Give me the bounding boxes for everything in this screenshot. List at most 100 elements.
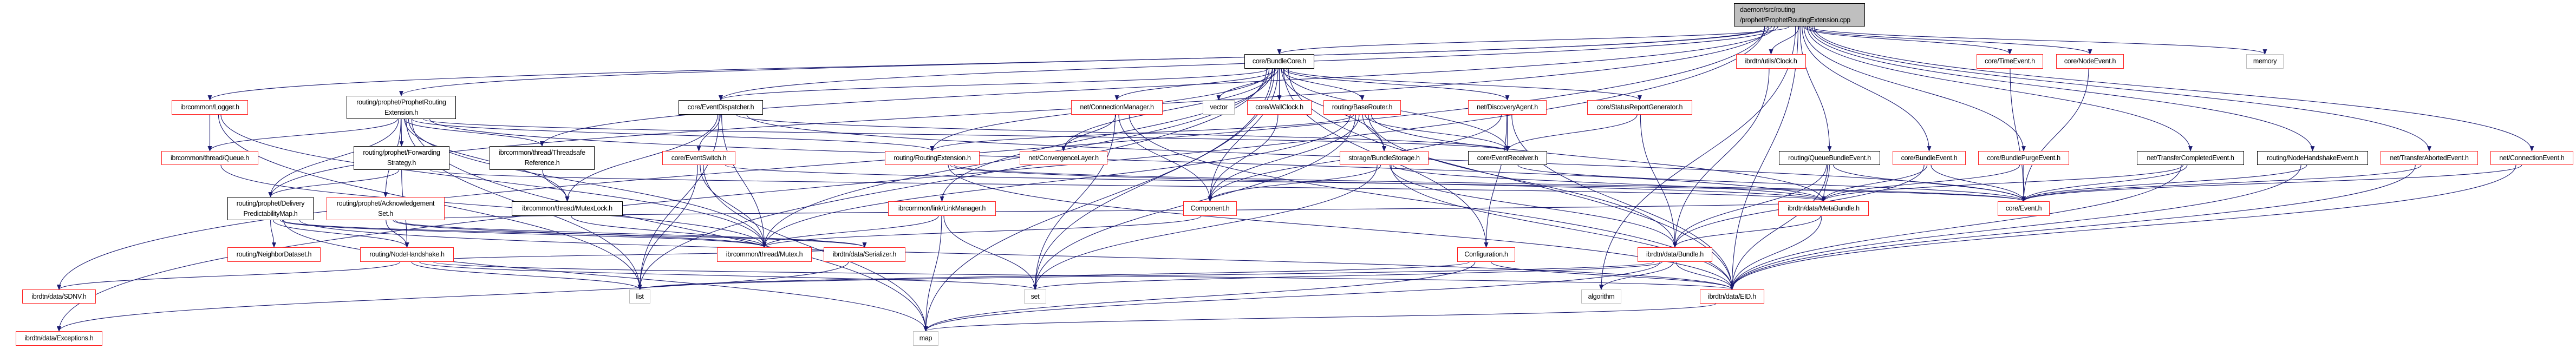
edge-statusreport-to-eventreceiver [1505, 114, 1638, 152]
node-nodehandshake[interactable]: routing/NodeHandshake.h [360, 247, 454, 262]
node-neighbor[interactable]: routing/NeighborDataset.h [227, 247, 321, 262]
node-transferaborted[interactable]: net/TransferAbortedEvent.h [2381, 151, 2478, 165]
node-bundleevent[interactable]: core/BundleEvent.h [1893, 151, 1966, 165]
edge-bundlecore-to-discovery [1283, 68, 1510, 101]
node-root[interactable]: daemon/src/routing /prophet/ProphetRouti… [1734, 3, 1865, 27]
node-configuration[interactable]: Configuration.h [1457, 247, 1515, 262]
node-dpm[interactable]: routing/prophet/Delivery PredictabilityM… [227, 197, 314, 220]
edge-forwarding-to-metabundle [429, 169, 1825, 202]
edge-eventreceiver-to-event [1517, 164, 2026, 202]
node-queue[interactable]: ibrcommon/thread/Queue.h [161, 151, 258, 165]
edge-bundlecore-to-vector [1216, 68, 1279, 101]
node-threadsafe[interactable]: ibrcommon/thread/Threadsafe Reference.h [490, 146, 595, 170]
node-eid[interactable]: ibrdtn/data/EID.h [1700, 289, 1764, 304]
edge-root-to-eid [1730, 26, 1799, 290]
edge-bundlestorage-to-set [1033, 164, 1378, 290]
node-vector[interactable]: vector [1203, 100, 1235, 115]
node-connmanager[interactable]: net/ConnectionManager.h [1071, 100, 1163, 115]
node-bundlecore[interactable]: core/BundleCore.h [1244, 54, 1314, 69]
edge-serializer-to-exceptions [57, 261, 849, 332]
edge-eventswitch-to-list [637, 164, 698, 290]
edge-metabundle-to-eid [1730, 215, 1822, 290]
edge-root-to-bundleevent [1802, 26, 1932, 152]
node-component[interactable]: Component.h [1183, 201, 1237, 216]
node-algorithm[interactable]: algorithm [1581, 289, 1621, 304]
node-queuebundleevent[interactable]: routing/QueueBundleEvent.h [1779, 151, 1880, 165]
edge-prophetext-to-metabundle [429, 118, 1826, 202]
edge-discovery-to-configuration [1484, 114, 1508, 248]
node-prophetext[interactable]: routing/prophet/ProphetRouting Extension… [347, 96, 456, 119]
edge-dpm-to-map [283, 220, 928, 332]
node-map[interactable]: map [913, 331, 938, 346]
node-set[interactable]: set [1024, 289, 1046, 304]
edge-baserouter-to-eventreceiver [1365, 114, 1510, 152]
node-timeevent[interactable]: core/TimeEvent.h [1977, 54, 2043, 69]
node-logger[interactable]: ibrcommon/Logger.h [172, 100, 248, 115]
node-bundlestorage[interactable]: storage/BundleStorage.h [1340, 151, 1429, 165]
edge-configuration-to-list [638, 261, 1470, 290]
edge-transfercompleted-to-metabundle [1821, 164, 2183, 202]
edge-connmanager-to-convlayer [1061, 114, 1117, 152]
edge-ackset-to-nodehandshake [386, 220, 409, 248]
node-bundlepurge[interactable]: core/BundlePurgeEvent.h [1978, 151, 2069, 165]
node-ackset[interactable]: routing/prophet/Acknowledgement Set.h [327, 197, 445, 220]
edge-eventdispatcher-to-eventswitch [696, 114, 721, 152]
node-sdnv[interactable]: ibrdtn/data/SDNV.h [22, 289, 96, 304]
edge-eventswitch-to-mutex [700, 164, 767, 248]
node-eventreceiver[interactable]: core/EventReceiver.h [1468, 151, 1547, 165]
node-memory[interactable]: memory [2246, 54, 2284, 69]
edge-configuration-to-map [923, 261, 1476, 332]
edge-routingext-to-eid [948, 164, 1734, 290]
node-linkmanager[interactable]: ibrcommon/link/LinkManager.h [888, 201, 996, 216]
node-serializer[interactable]: ibrdtn/data/Serializer.h [824, 247, 905, 262]
node-forwarding[interactable]: routing/prophet/Forwarding Strategy.h [354, 146, 449, 170]
edge-bundlestorage-to-metabundle [1392, 164, 1826, 202]
edge-routingext-to-event [954, 164, 2026, 202]
node-transfercompleted[interactable]: net/TransferCompletedEvent.h [2137, 151, 2244, 165]
node-mutexlock[interactable]: ibrcommon/thread/MutexLock.h [512, 201, 623, 216]
node-metabundle[interactable]: ibrdtn/data/MetaBundle.h [1778, 201, 1869, 216]
edge-eventdispatcher-to-eventreceiver [736, 114, 1510, 152]
edge-linkmanager-to-mutex [762, 215, 939, 248]
node-convlayer[interactable]: net/ConvergenceLayer.h [1020, 151, 1107, 165]
edge-root-to-nodeevent [1805, 26, 2092, 55]
edge-queuebundleevent-to-bundle [1673, 164, 1827, 248]
edge-dpm-to-mutex [280, 220, 767, 248]
node-baserouter[interactable]: routing/BaseRouter.h [1323, 100, 1401, 115]
edge-baserouter-to-component [1208, 114, 1360, 202]
node-discovery[interactable]: net/DiscoveryAgent.h [1468, 100, 1547, 115]
edge-root-to-memory [1808, 26, 2267, 55]
edge-ackset-to-mutex [393, 220, 767, 248]
edge-nodehandshake-to-set [419, 261, 1038, 290]
node-clock[interactable]: ibrdtn/utils/Clock.h [1736, 54, 1806, 69]
node-wallclock[interactable]: core/WallClock.h [1247, 100, 1312, 115]
node-eventswitch[interactable]: core/EventSwitch.h [662, 151, 735, 165]
edge-bundlepurge-to-metabundle [1821, 164, 2020, 202]
edge-eventswitch-to-map [703, 164, 928, 332]
node-nodeevent[interactable]: core/NodeEvent.h [2056, 54, 2124, 69]
node-mutex[interactable]: ibrcommon/thread/Mutex.h [717, 247, 812, 262]
edge-statusreport-to-bundle [1640, 114, 1677, 248]
edge-connmanager-to-component [1118, 114, 1212, 202]
node-exceptions[interactable]: ibrdtn/data/Exceptions.h [16, 331, 102, 346]
node-bundle[interactable]: ibrdtn/data/Bundle.h [1638, 247, 1712, 262]
edge-ackset-to-metabundle [414, 201, 1825, 221]
edge-queuebundleevent-to-eid [1730, 164, 1828, 290]
node-eventdispatcher[interactable]: core/EventDispatcher.h [679, 100, 763, 115]
edge-bundleevent-to-event [1931, 164, 2026, 202]
node-list[interactable]: list [629, 289, 650, 304]
node-nodehandshakeevent[interactable]: routing/NodeHandshakeEvent.h [2257, 151, 2368, 165]
edge-nodehandshake-to-eid [433, 261, 1734, 290]
edge-root-to-algorithm [1599, 26, 1796, 290]
edge-root-to-bundlepurge [1803, 26, 2026, 152]
node-event[interactable]: core/Event.h [1998, 201, 2050, 216]
edge-transfercompleted-to-event [2021, 164, 2188, 202]
node-connectionevent[interactable]: net/ConnectionEvent.h [2490, 151, 2573, 165]
edge-eventdispatcher-to-list [637, 114, 720, 290]
node-statusreport[interactable]: core/StatusReportGenerator.h [1587, 100, 1692, 115]
node-routingext[interactable]: routing/RoutingExtension.h [885, 151, 980, 165]
edge-bundlecore-to-baserouter [1281, 68, 1365, 101]
edge-clock-to-bundle [1673, 68, 1770, 248]
edge-bundlestorage-to-eid [1391, 164, 1734, 290]
